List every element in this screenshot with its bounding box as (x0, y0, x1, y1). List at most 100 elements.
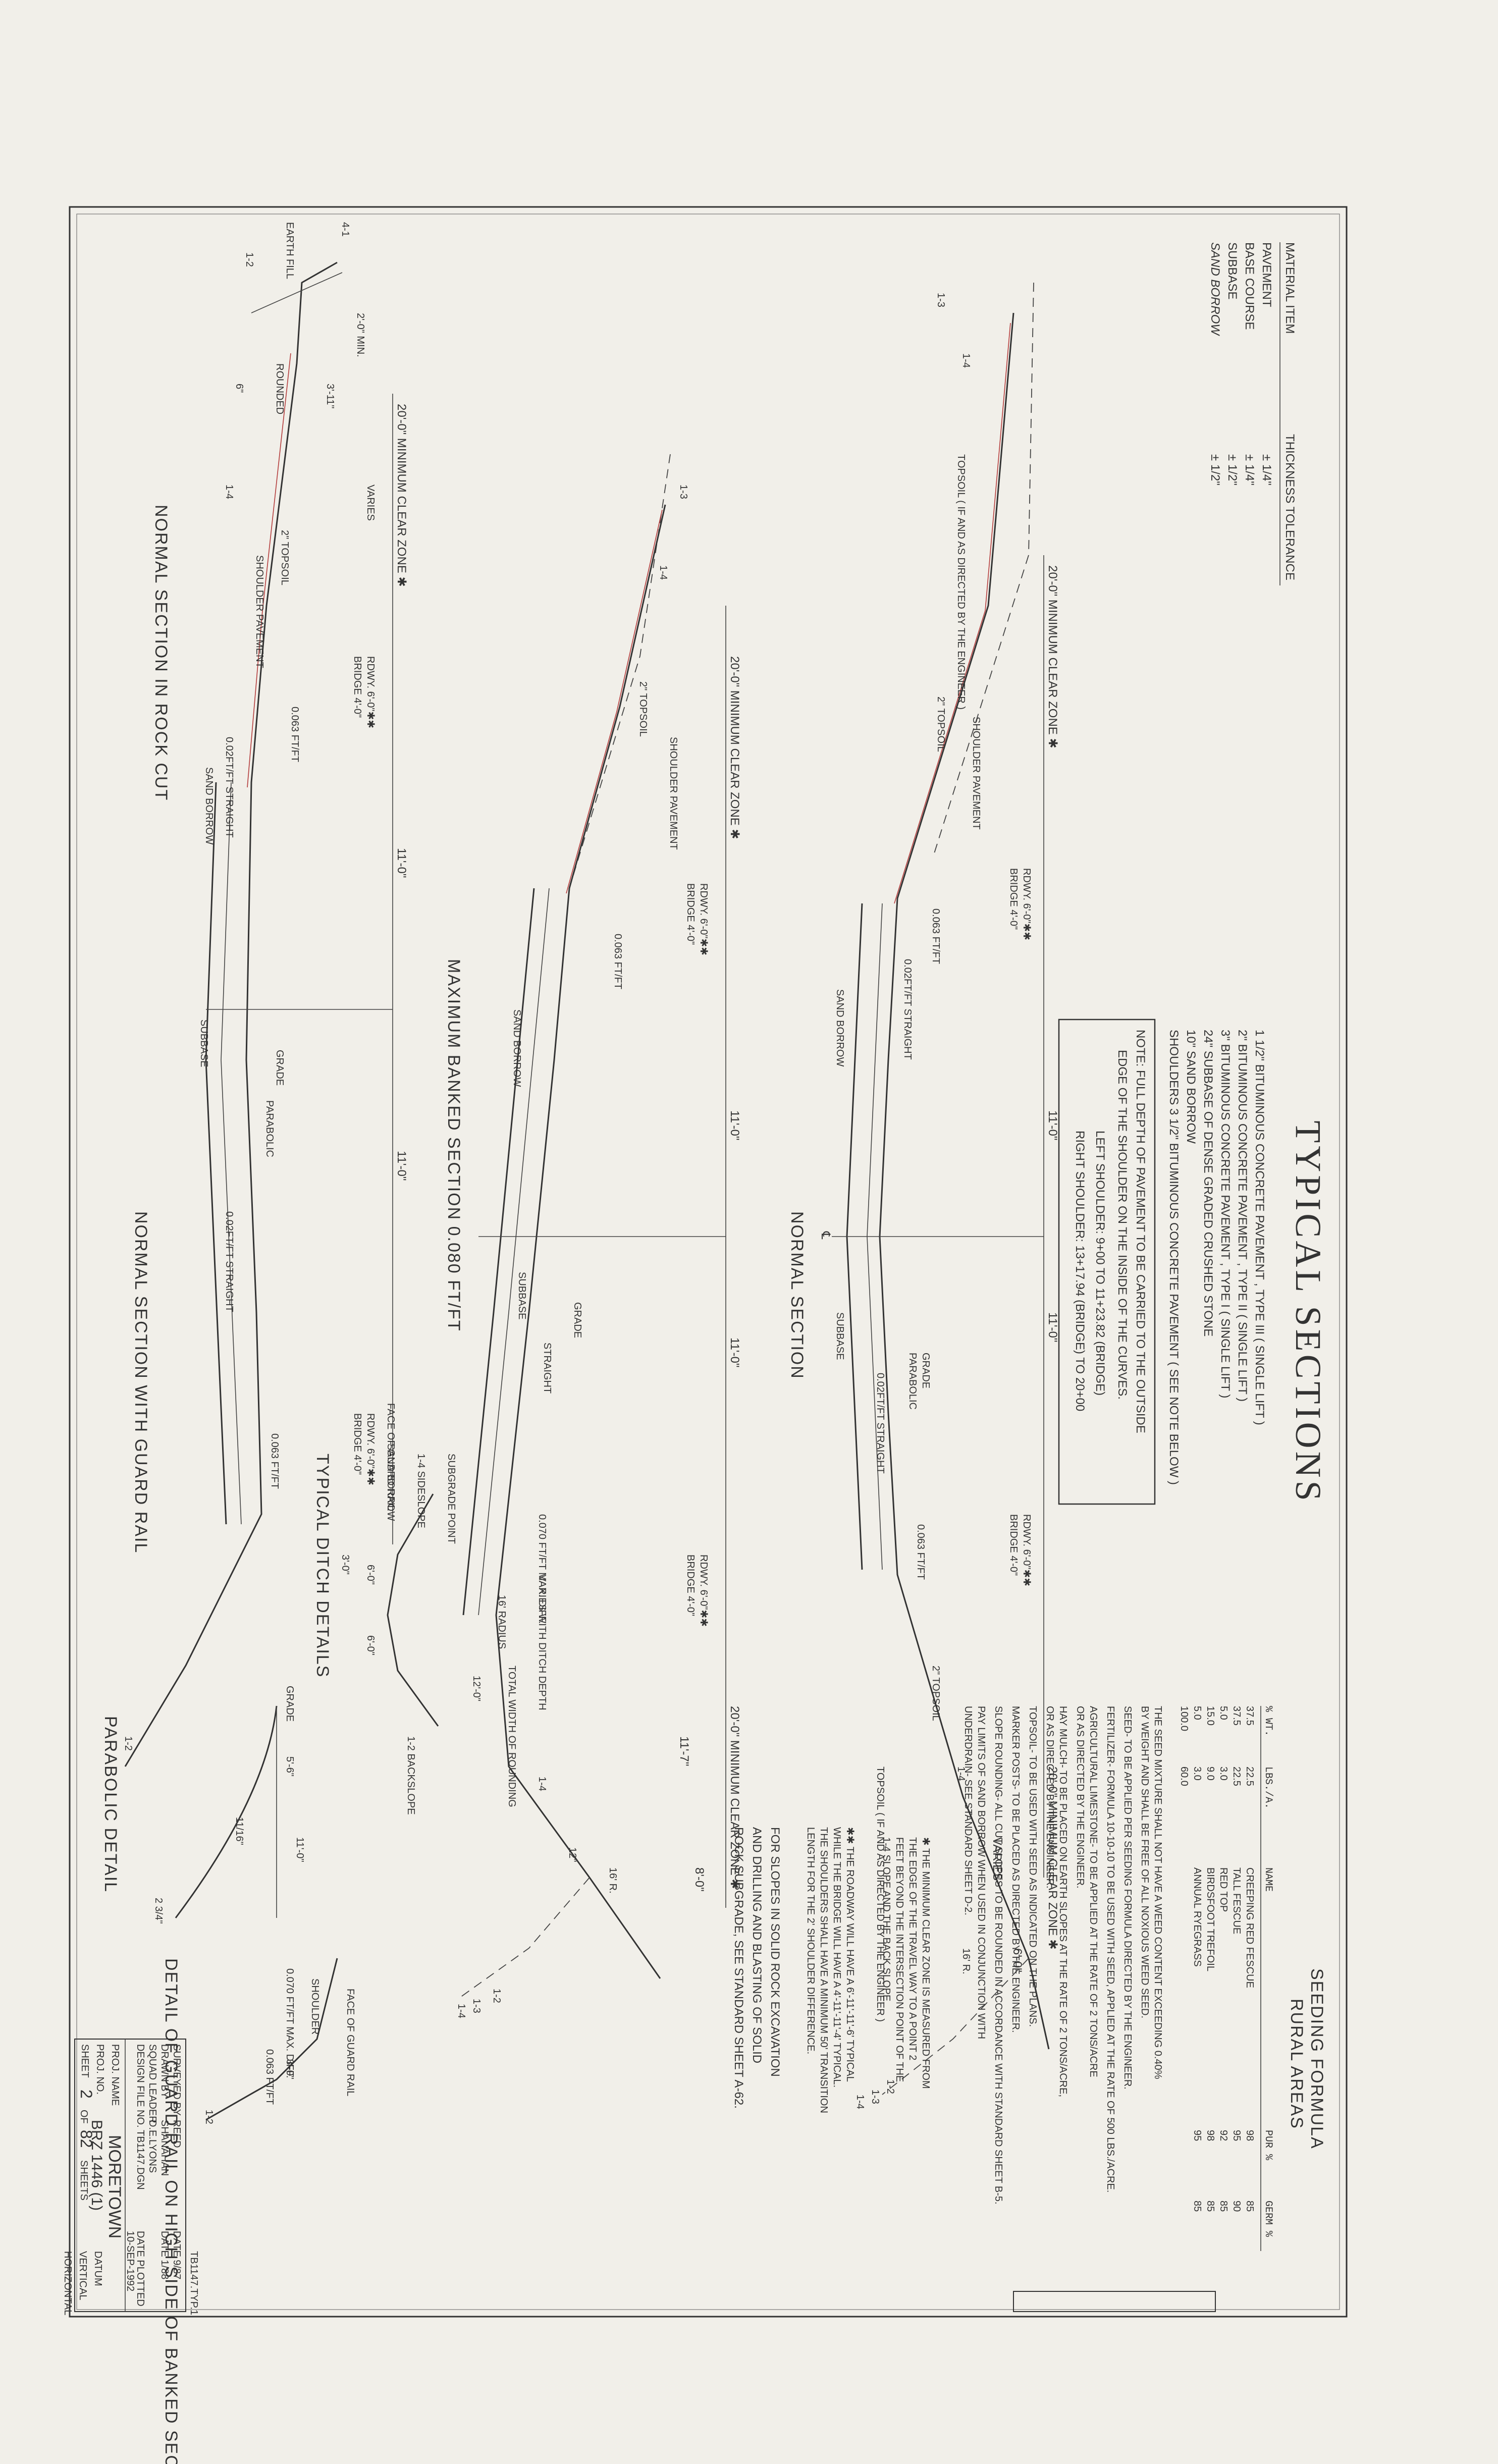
seeding-cell: 5.0 (1218, 1706, 1229, 1720)
parabolic-detail: GRADE 5'-6" 11/16" 2 3/4" 11'-0" PARABOL… (101, 1686, 305, 1924)
datum-frame (1013, 2291, 1216, 2312)
seeding-cell: TALL FESCUE (1231, 1867, 1242, 1934)
slope-label: 0.063 FT/FT (289, 707, 300, 762)
slope-label: 1-4 (854, 2095, 866, 2109)
seeding-formula: SEEDING FORMULA RURAL AREAS % WT. LBS./A… (962, 1706, 1326, 2251)
dim-lane: 11'-0" (1046, 1312, 1059, 1342)
slope-label: 1-4 (456, 2004, 467, 2018)
slope-label: 1-2 (123, 1736, 134, 1751)
pavement-notes: 1 1/2" BITUMINOUS CONCRETE PAVEMENT , TY… (1058, 1019, 1266, 1505)
full-depth-note: EDGE OF THE SHOULDER ON THE INSIDE OF TH… (1115, 1050, 1129, 1400)
dim-rdwy: RDWY. 6'-0"✱✱ (365, 656, 376, 728)
material-row-tol: ± 1/2" (1225, 454, 1239, 486)
seeding-note: OR AS DIRECTED BY THE ENGINEER. (1044, 1706, 1055, 1889)
dim-three-eleven: 3'-11" (325, 384, 336, 408)
seeding-cell: 98 (1244, 2130, 1255, 2141)
section-title-banked: MAXIMUM BANKED SECTION 0.080 FT/FT (444, 959, 463, 1332)
slope-label: 0.063 FT/FT (269, 1433, 280, 1489)
existing-ground-line (932, 282, 1034, 859)
callout-sand-borrow: SAND BORROW (385, 1443, 396, 1521)
tb-label: SQUAD LEADER (147, 2044, 158, 2123)
tb-value: D.E.LYONS (147, 2120, 158, 2173)
topsoil-line (566, 509, 663, 894)
dim-lane-banked: 11'-7" (677, 1736, 691, 1766)
parabolic-curve (175, 1705, 278, 1918)
full-depth-note: RIGHT SHOULDER: 13+17.94 (BRIDGE) TO 20+… (1073, 1131, 1087, 1411)
star-note: 1-4 SLOPE AND THE BACK SLOPE. (881, 1837, 892, 2004)
datum-box: DATUM VERTICAL HORIZONTAL (62, 2251, 1216, 2315)
section-title-guard-detail: DETAIL OF GUARD RAIL ON HIGH SIDE OF BAN… (162, 1958, 181, 2464)
dim-lane: 11'-0" (294, 1837, 305, 1862)
seeding-header: LBS./A. (1262, 1766, 1274, 1809)
rock-note-line: ROCK SUBGRADE, SEE STANDARD SHEET A-62. (732, 1827, 745, 2109)
seeding-cell: 95 (1231, 2130, 1242, 2141)
seeding-cell: 9.0 (1205, 1766, 1216, 1781)
callout-topsoil2: 2" TOPSOIL (930, 1666, 941, 1721)
dim-rdwy: RDWY. 6'-0"✱✱ (365, 1413, 376, 1485)
dim-three: 3'-0" (340, 1555, 351, 1575)
callout-sand-borrow: SAND BORROW (511, 1009, 522, 1087)
tb-label: PROJ. NO. (94, 2044, 105, 2095)
star-note: WHILE THE BRIDGE WILL HAVE A 4'-11'-11'-… (831, 1827, 842, 2087)
star-note: ✱✱ THE ROADWAY WILL HAVE A 6'-11'-11'-6'… (844, 1827, 855, 2082)
seeding-cell: 98 (1205, 2130, 1216, 2141)
material-header-tol: THICKNESS TOLERANCE (1283, 434, 1297, 580)
seeding-note: FERTILIZER- FORMULA 10-10-10 TO BE USED … (1105, 1706, 1116, 2192)
seeding-note: TOPSOIL- TO BE USED WITH SEED AS INDICAT… (1027, 1706, 1038, 2027)
seeding-cell: 85 (1205, 2201, 1216, 2212)
slope-label: 1-3 (870, 2090, 881, 2104)
tb-date: DATE 9/87 (171, 2231, 182, 2279)
callout-total-width: TOTAL WIDTH OF ROUNDING (506, 1666, 517, 1807)
slope-label: 4-1 (340, 222, 351, 237)
pavement-note: 24" SUBBASE OF DENSE GRADED CRUSHED STON… (1201, 1030, 1215, 1336)
pavement-note: 1 1/2" BITUMINOUS CONCRETE PAVEMENT , TY… (1253, 1030, 1266, 1425)
dim-five-six: 5'-6" (284, 1756, 295, 1777)
callout-grade: GRADE (274, 1050, 285, 1086)
seeding-cell: 100.0 (1179, 1706, 1190, 1731)
section-title-normal: NORMAL SECTION (787, 1211, 807, 1379)
dim-six-in: 6" (234, 384, 245, 393)
dim-lane: 11'-0" (728, 1337, 741, 1367)
callout-topsoil: TOPSOIL ( IF AND AS DIRECTED BY THE ENGI… (955, 454, 967, 710)
dim-radius: 16' R. (960, 1948, 972, 1974)
dim-two-three-quarter: 2 3/4" (153, 1898, 164, 1924)
callout-grade: GRADE (284, 1686, 295, 1722)
tb-proj-name: MORETOWN (105, 2135, 124, 2238)
dim-eight: 8'-0" (692, 1867, 706, 1892)
title-block: SURVEYED BY REED DATE 9/87 DRAWN BY SHAN… (74, 2039, 199, 2315)
seeding-note: OR AS DIRECTED BY THE ENGINEER. (1075, 1706, 1086, 1889)
drawing-title: TYPICAL SECTIONS (1288, 1120, 1328, 1504)
dim-clear-zone: 20'-0" MINIMUM CLEAR ZONE ✱ (728, 656, 741, 839)
material-row-item: PAVEMENT (1260, 242, 1273, 307)
slope-label: 0.02FT/FT STRAIGHT (224, 1211, 235, 1312)
subgrade-line (462, 888, 535, 1616)
topsoil-line (247, 353, 291, 788)
callout-face-guard-rail: FACE OF GUARD RAIL (385, 1403, 396, 1511)
dim-six: 6'-0" (365, 1565, 376, 1585)
dim-six: 6'-0" (365, 1635, 376, 1655)
callout-topsoil2: 2" TOPSOIL (935, 697, 946, 752)
dim-radius-ditch: 16' RADIUS (496, 1595, 507, 1649)
callout-subbase: SUBBASE (198, 1020, 209, 1067)
seeding-note: SEED- TO BE APPLIED PER SEEDING FORMULA … (1122, 1706, 1133, 2090)
seeding-header: NAME (1262, 1867, 1274, 1892)
full-depth-note-box (1058, 1019, 1156, 1505)
callout-straight: STRAIGHT (542, 1343, 553, 1394)
rock-note: FOR SLOPES IN SOLID ROCK EXCAVATION AND … (732, 1827, 782, 2109)
dim-three: 3'-0" (284, 2059, 295, 2079)
rock-face (251, 272, 343, 313)
slope-label: 0.063 FT/FT (930, 908, 941, 964)
seeding-cell: 22.5 (1231, 1766, 1242, 1786)
dim-bridge: BRIDGE 4'-0" (1008, 1514, 1019, 1576)
dim-lane: 11'-0" (728, 1110, 741, 1140)
tb-value: 10-SEP-1992 (125, 2231, 136, 2291)
datum-label: DATUM (92, 2251, 103, 2286)
seeding-note: MARKER POSTS- TO BE PLACED AS DIRECTED B… (1010, 1706, 1021, 2033)
seeding-rows: 37.5 22.5 CREEPING RED FESCUE 98 85 37.5… (1179, 1706, 1255, 2212)
tb-date: DATE 1/88 (159, 2231, 170, 2279)
material-row-item: BASE COURSE (1243, 242, 1256, 330)
callout-shoulder: SHOULDER (309, 1978, 320, 2034)
slope-label: 1-2 (244, 252, 255, 267)
rock-guard-section: 20'-0" MINIMUM CLEAR ZONE ✱ 11'-0" 11'-0… (123, 222, 408, 1767)
